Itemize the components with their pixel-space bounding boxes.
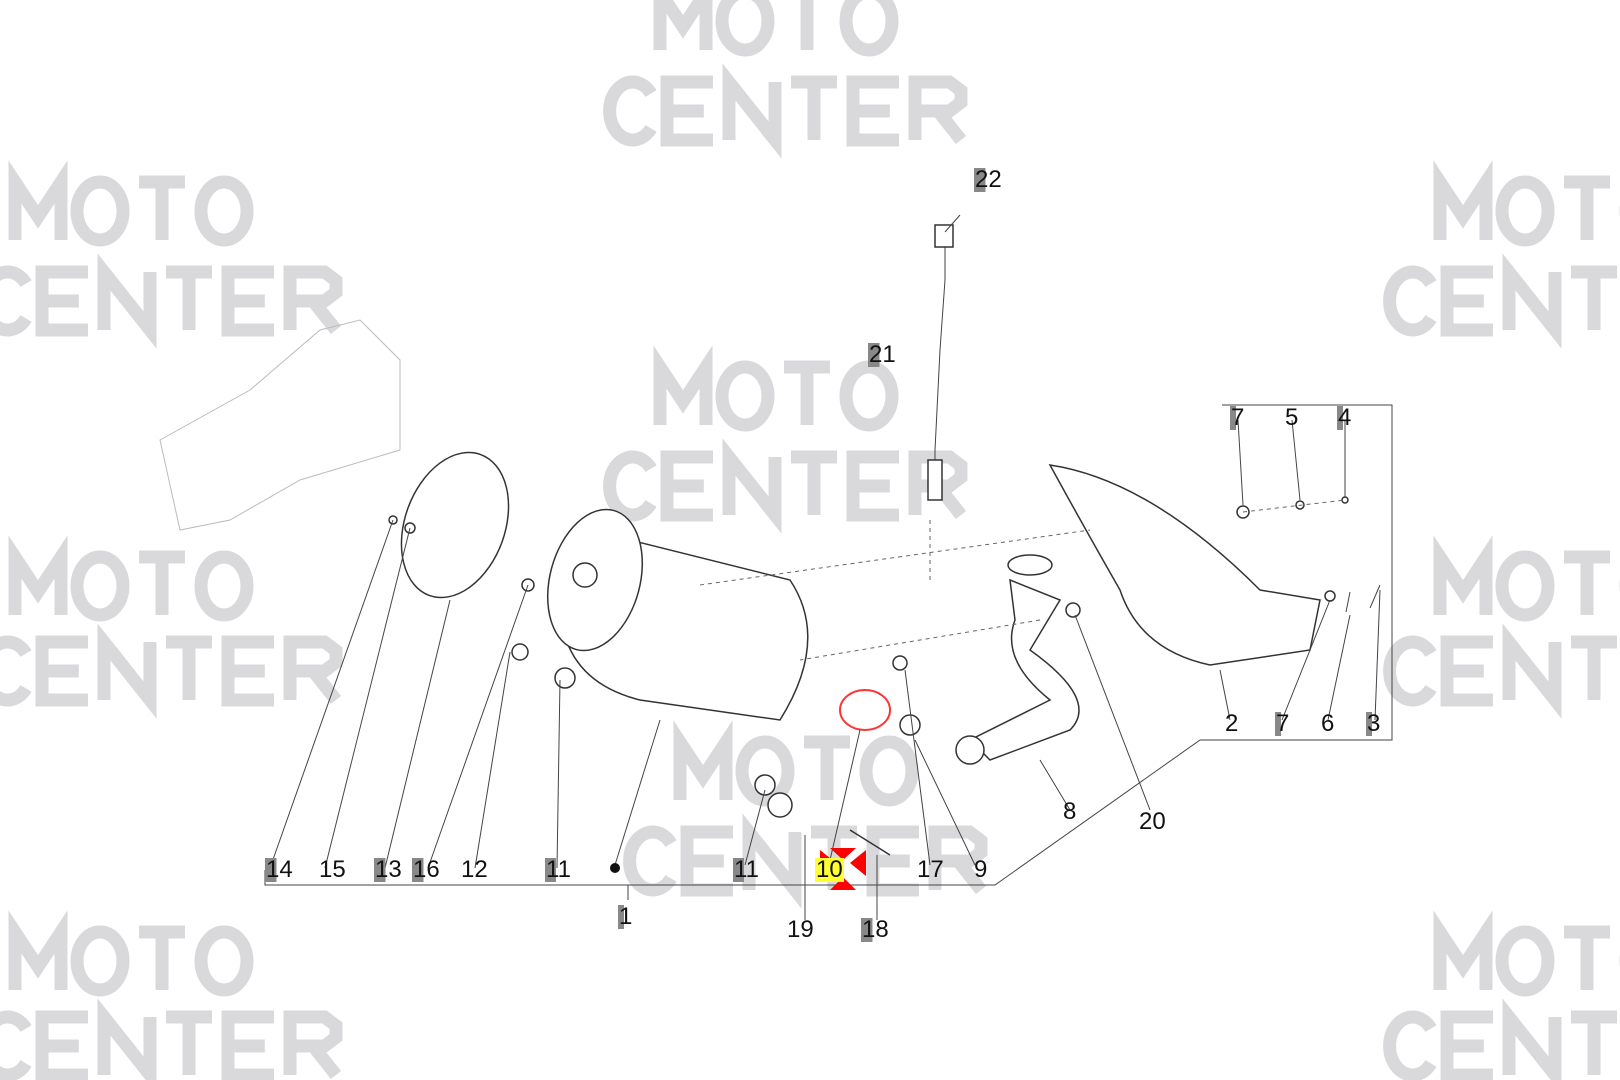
watermark-lettering [0,623,343,719]
watermark-lettering [1383,623,1617,719]
watermark-lettering [1433,535,1620,622]
watermark-lettering [1433,160,1620,247]
watermark-lettering [1383,998,1617,1080]
assembly-dot [610,863,620,873]
pipe-flange [1007,554,1053,576]
watermark-lettering [0,253,343,349]
heat-guard [1048,464,1321,666]
leader-lines [264,214,1393,920]
part-label-10-selected[interactable]: 10 [815,856,844,883]
part-label-18[interactable]: 18 [861,916,890,943]
part-label-14[interactable]: 14 [265,856,294,883]
part-label-12[interactable]: 12 [461,856,488,883]
watermark-lettering [0,998,343,1080]
part-label-11[interactable]: 11 [545,856,572,883]
frame-bracket [159,319,401,531]
part-label-5[interactable]: 5 [1285,404,1299,431]
part-label-20[interactable]: 20 [1139,808,1166,835]
muffler-end-cap [400,451,510,599]
watermark-lettering [603,438,968,534]
watermark-lettering [603,63,968,159]
watermark-lettering [8,910,254,997]
muffler-outlet [572,562,598,588]
part-label-11[interactable]: 11 [733,856,760,883]
part-label-2[interactable]: 2 [1225,710,1239,737]
watermark-lettering [1433,910,1620,997]
pipe-end [955,735,985,765]
part-label-7[interactable]: 7 [1275,710,1291,737]
part-label-16[interactable]: 16 [412,856,441,883]
part-label-9[interactable]: 9 [974,856,988,883]
watermark-lettering [1383,253,1617,349]
exhaust-pipe [968,578,1080,761]
part-label-13[interactable]: 13 [374,856,403,883]
part-label-22[interactable]: 22 [974,166,1003,193]
selected-gasket[interactable] [839,689,891,731]
watermark-lettering [8,160,254,247]
part-label-7[interactable]: 7 [1230,404,1246,431]
part-label-4[interactable]: 4 [1337,404,1353,431]
watermark-lettering [8,535,254,622]
sensor-body [927,459,943,501]
part-label-3[interactable]: 3 [1366,710,1382,737]
part-label-8[interactable]: 8 [1063,798,1077,825]
part-label-15[interactable]: 15 [319,856,346,883]
watermark-lettering [653,345,899,432]
part-label-19[interactable]: 19 [787,916,814,943]
part-label-17[interactable]: 17 [917,856,944,883]
part-label-21[interactable]: 21 [868,341,897,368]
sensor-connector [934,224,954,248]
part-label-1[interactable]: 1 [618,903,634,930]
watermark-lettering [673,720,919,807]
part-label-6[interactable]: 6 [1321,710,1335,737]
assembly-lines [699,499,1346,661]
watermark-lettering [653,0,899,57]
